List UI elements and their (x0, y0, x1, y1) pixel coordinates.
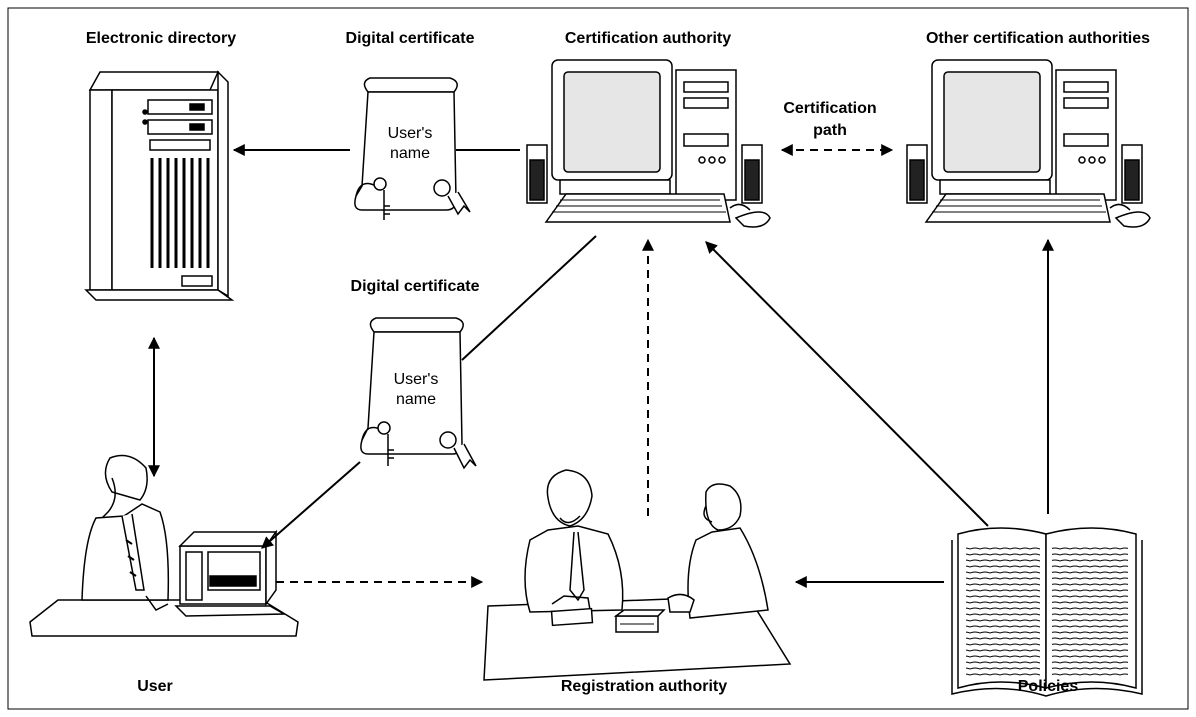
label-electronic-directory: Electronic directory (85, 30, 237, 47)
scroll-certificate-icon (360, 317, 477, 470)
server-icon (84, 70, 235, 301)
scroll-certificate-icon (354, 77, 471, 220)
desktop-computer-icon (526, 59, 771, 228)
cert-middle-line2: name (396, 391, 436, 408)
user-at-desk-icon (29, 454, 299, 637)
label-certification-path-line1: Certification (783, 100, 877, 117)
label-user: User (137, 678, 173, 695)
open-book-icon (951, 527, 1143, 697)
frame-border (7, 7, 1189, 710)
label-certification-path: Certification path (770, 98, 890, 142)
label-registration-authority: Registration authority (560, 678, 728, 695)
policies-to-ca-arrow (705, 241, 989, 527)
label-policies: Policies (1017, 678, 1079, 695)
two-people-meeting-icon (483, 469, 792, 681)
label-digital-certificate-top: Digital certificate (345, 30, 475, 47)
label-certification-authority: Certification authority (564, 30, 732, 47)
label-digital-certificate-middle: Digital certificate (350, 278, 480, 295)
label-certification-path-line2: path (813, 122, 847, 139)
label-other-certification-authorities: Other certification authorities (925, 30, 1151, 47)
cert-top-line2: name (390, 145, 430, 162)
desktop-computer-icon (906, 59, 1151, 228)
cert-top-line1: User's (388, 125, 433, 142)
cert-to-user-arrow (261, 461, 361, 549)
cert-middle-line1: User's (394, 371, 439, 388)
ca-to-middle-cert-line (461, 235, 597, 361)
